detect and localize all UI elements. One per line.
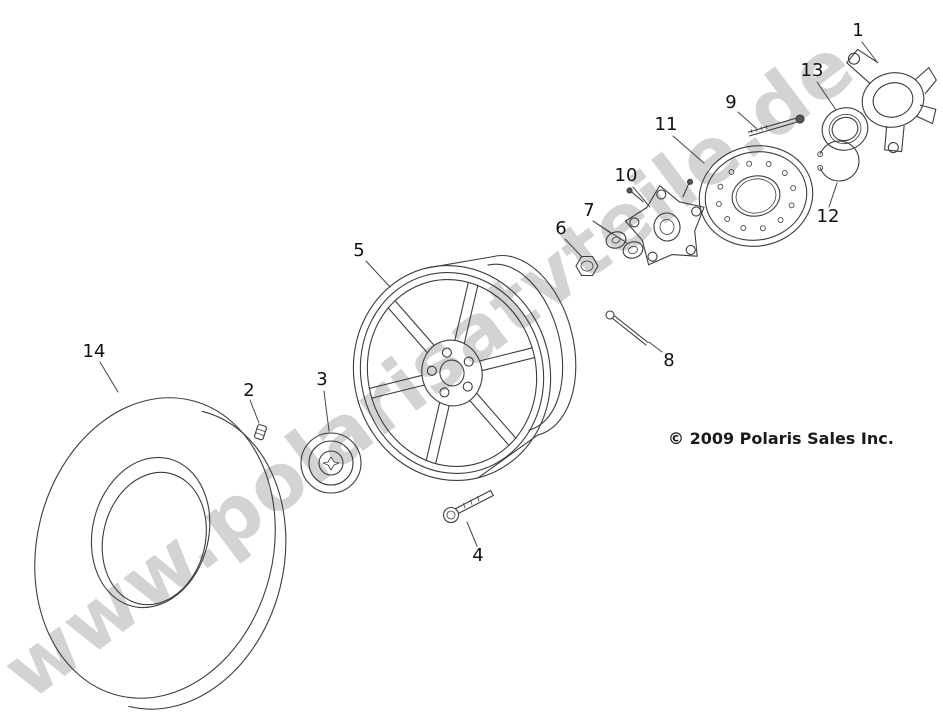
- hub-bolt-drawing: [747, 114, 805, 137]
- copyright-text: © 2009 Polaris Sales Inc.: [668, 429, 894, 448]
- center-cap-drawing: [300, 432, 362, 494]
- part-label-5: 5: [353, 240, 364, 261]
- part-label-10: 10: [615, 165, 638, 186]
- wheel-bolt-drawing: [442, 489, 494, 524]
- bearing-drawing: [821, 107, 869, 151]
- steering-knuckle-drawing: [846, 48, 937, 154]
- part-label-11: 11: [655, 114, 678, 135]
- part-label-7: 7: [583, 200, 594, 221]
- part-label-14: 14: [83, 341, 106, 362]
- spindle-nut-drawing: [575, 255, 599, 277]
- wheel-rim-drawing: [352, 254, 577, 481]
- valve-stem-drawing: [254, 424, 267, 441]
- part-label-4: 4: [472, 545, 483, 566]
- part-label-13: 13: [801, 60, 824, 81]
- part-label-8: 8: [663, 350, 674, 371]
- cotter-pin-drawing: [605, 310, 649, 346]
- part-label-1: 1: [852, 20, 863, 41]
- part-label-9: 9: [725, 92, 736, 113]
- snap-ring-drawing: [817, 140, 860, 182]
- washers-drawing: [605, 231, 644, 259]
- leader-lines: [99, 41, 878, 547]
- brake-disc-drawing: [698, 145, 814, 247]
- tire-drawing: [34, 397, 287, 710]
- part-label-6: 6: [555, 218, 566, 239]
- part-label-2: 2: [243, 380, 254, 401]
- part-label-12: 12: [817, 206, 840, 227]
- part-label-3: 3: [316, 369, 327, 390]
